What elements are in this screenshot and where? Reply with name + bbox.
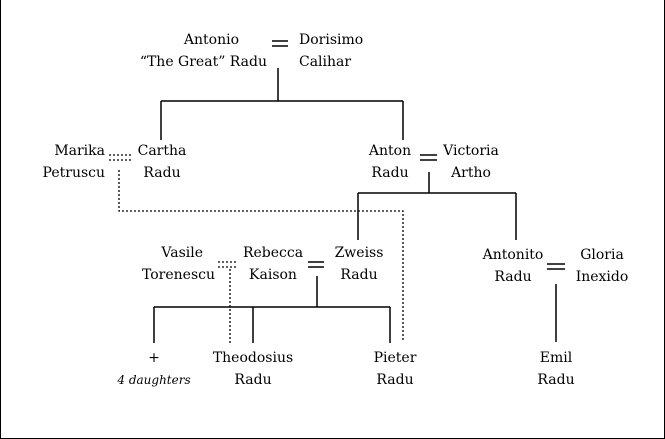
person-antonio-radu: Antonio “The Great” Radu — [119, 29, 267, 73]
person-cartha-last: Radu — [143, 165, 181, 181]
person-theodosius-radu: Theodosius Radu — [201, 347, 305, 391]
descent-lines-generation-1 — [160, 68, 404, 140]
person-gloria-last: Inexido — [575, 269, 629, 285]
dotted-line-cartha-to-pieter — [118, 170, 404, 340]
person-dorisimo-first: Dorisimo — [299, 32, 364, 48]
person-zweiss-radu: Zweiss Radu — [327, 242, 391, 286]
marriage-symbol-anton-victoria — [420, 154, 437, 161]
person-pieter-radu: Pieter Radu — [363, 347, 427, 391]
person-cartha-radu: Cartha Radu — [131, 140, 193, 184]
person-theodosius-first: Theodosius — [212, 350, 294, 366]
person-antonito-radu: Antonito Radu — [477, 244, 549, 288]
marriage-symbol-antonito-gloria — [547, 263, 565, 270]
person-zweiss-first: Zweiss — [334, 245, 384, 261]
person-victoria-artho: Victoria Artho — [437, 140, 505, 184]
person-gloria-first: Gloria — [580, 247, 624, 263]
person-anton-radu: Anton Radu — [361, 140, 419, 184]
marriage-symbol-rebecca-zweiss — [308, 261, 324, 268]
person-vasile-first: Vasile — [161, 245, 203, 261]
person-four-daughters: + 4 daughters — [111, 347, 197, 391]
descent-lines-generation-2 — [357, 172, 517, 240]
dotted-union-marika-cartha — [109, 154, 131, 161]
person-dorisimo-last: Calihar — [299, 54, 352, 70]
person-marika-petruscu: Marika Petruscu — [31, 140, 105, 184]
person-antonio-last: “The Great” Radu — [139, 54, 267, 70]
person-antonito-last: Radu — [494, 269, 532, 285]
descent-lines-generation-3 — [153, 276, 391, 343]
daughters-plus-sign: + — [148, 350, 160, 366]
person-cartha-first: Cartha — [137, 143, 187, 159]
person-rebecca-last: Kaison — [249, 267, 297, 283]
person-rebecca-kaison: Rebecca Kaison — [239, 242, 307, 286]
person-emil-last: Radu — [537, 372, 575, 388]
person-marika-last: Petruscu — [42, 165, 105, 181]
person-zweiss-last: Radu — [340, 267, 378, 283]
person-marika-first: Marika — [54, 143, 105, 159]
person-gloria-inexido: Gloria Inexido — [567, 244, 637, 288]
person-anton-last: Radu — [371, 165, 409, 181]
person-pieter-first: Pieter — [373, 350, 417, 366]
person-antonito-first: Antonito — [482, 247, 544, 263]
person-emil-radu: Emil Radu — [526, 347, 586, 391]
person-rebecca-first: Rebecca — [242, 245, 304, 261]
person-emil-first: Emil — [539, 350, 573, 366]
person-victoria-first: Victoria — [443, 143, 499, 159]
person-vasile-torenescu: Vasile Torenescu — [121, 242, 215, 286]
person-anton-first: Anton — [368, 143, 412, 159]
person-dorisimo-calihar: Dorisimo Calihar — [299, 29, 389, 73]
person-victoria-last: Artho — [451, 165, 491, 181]
daughters-note: 4 daughters — [117, 373, 191, 387]
person-theodosius-last: Radu — [234, 372, 272, 388]
marriage-symbol-antonio-dorisimo — [272, 40, 288, 47]
person-vasile-last: Torenescu — [141, 267, 215, 283]
dotted-union-vasile-rebecca — [218, 261, 237, 268]
person-antonio-first: Antonio — [183, 32, 239, 48]
person-pieter-last: Radu — [376, 372, 414, 388]
